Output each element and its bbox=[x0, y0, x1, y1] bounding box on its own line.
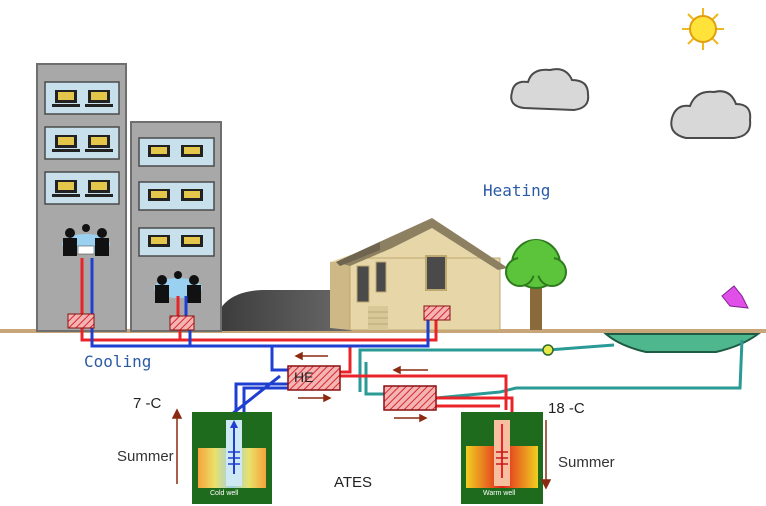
hill bbox=[214, 290, 352, 331]
warm-well-label: Warm well bbox=[483, 490, 516, 497]
house-icon bbox=[330, 218, 508, 331]
pump-icon bbox=[542, 344, 554, 356]
cloud-icon bbox=[510, 68, 590, 112]
heat-exchanger-he bbox=[287, 365, 341, 391]
he-label: HE bbox=[294, 369, 314, 385]
cloud-icon bbox=[670, 90, 752, 139]
unit-house bbox=[423, 305, 451, 321]
season-left: Summer bbox=[117, 448, 174, 465]
cooling-label: Cooling bbox=[84, 352, 152, 371]
people-icon bbox=[154, 271, 202, 303]
tree-icon bbox=[505, 239, 567, 330]
office-building-short bbox=[130, 121, 222, 332]
lake bbox=[603, 333, 762, 353]
cold-temperature: 7 -C bbox=[133, 395, 162, 412]
arrow-icon bbox=[721, 285, 749, 309]
people-icon bbox=[62, 224, 110, 256]
heat-exchanger-2 bbox=[383, 385, 437, 411]
cold-well bbox=[192, 412, 272, 504]
warm-temperature: 18 -C bbox=[548, 400, 585, 417]
heating-label: Heating bbox=[483, 181, 551, 200]
season-right: Summer bbox=[558, 454, 615, 471]
unit-building-2 bbox=[169, 315, 195, 331]
unit-building-1 bbox=[67, 313, 95, 329]
warm-well bbox=[461, 412, 543, 504]
ates-label: ATES bbox=[334, 474, 373, 491]
sun-icon bbox=[682, 8, 724, 50]
cold-well-label: Cold well bbox=[210, 490, 239, 497]
